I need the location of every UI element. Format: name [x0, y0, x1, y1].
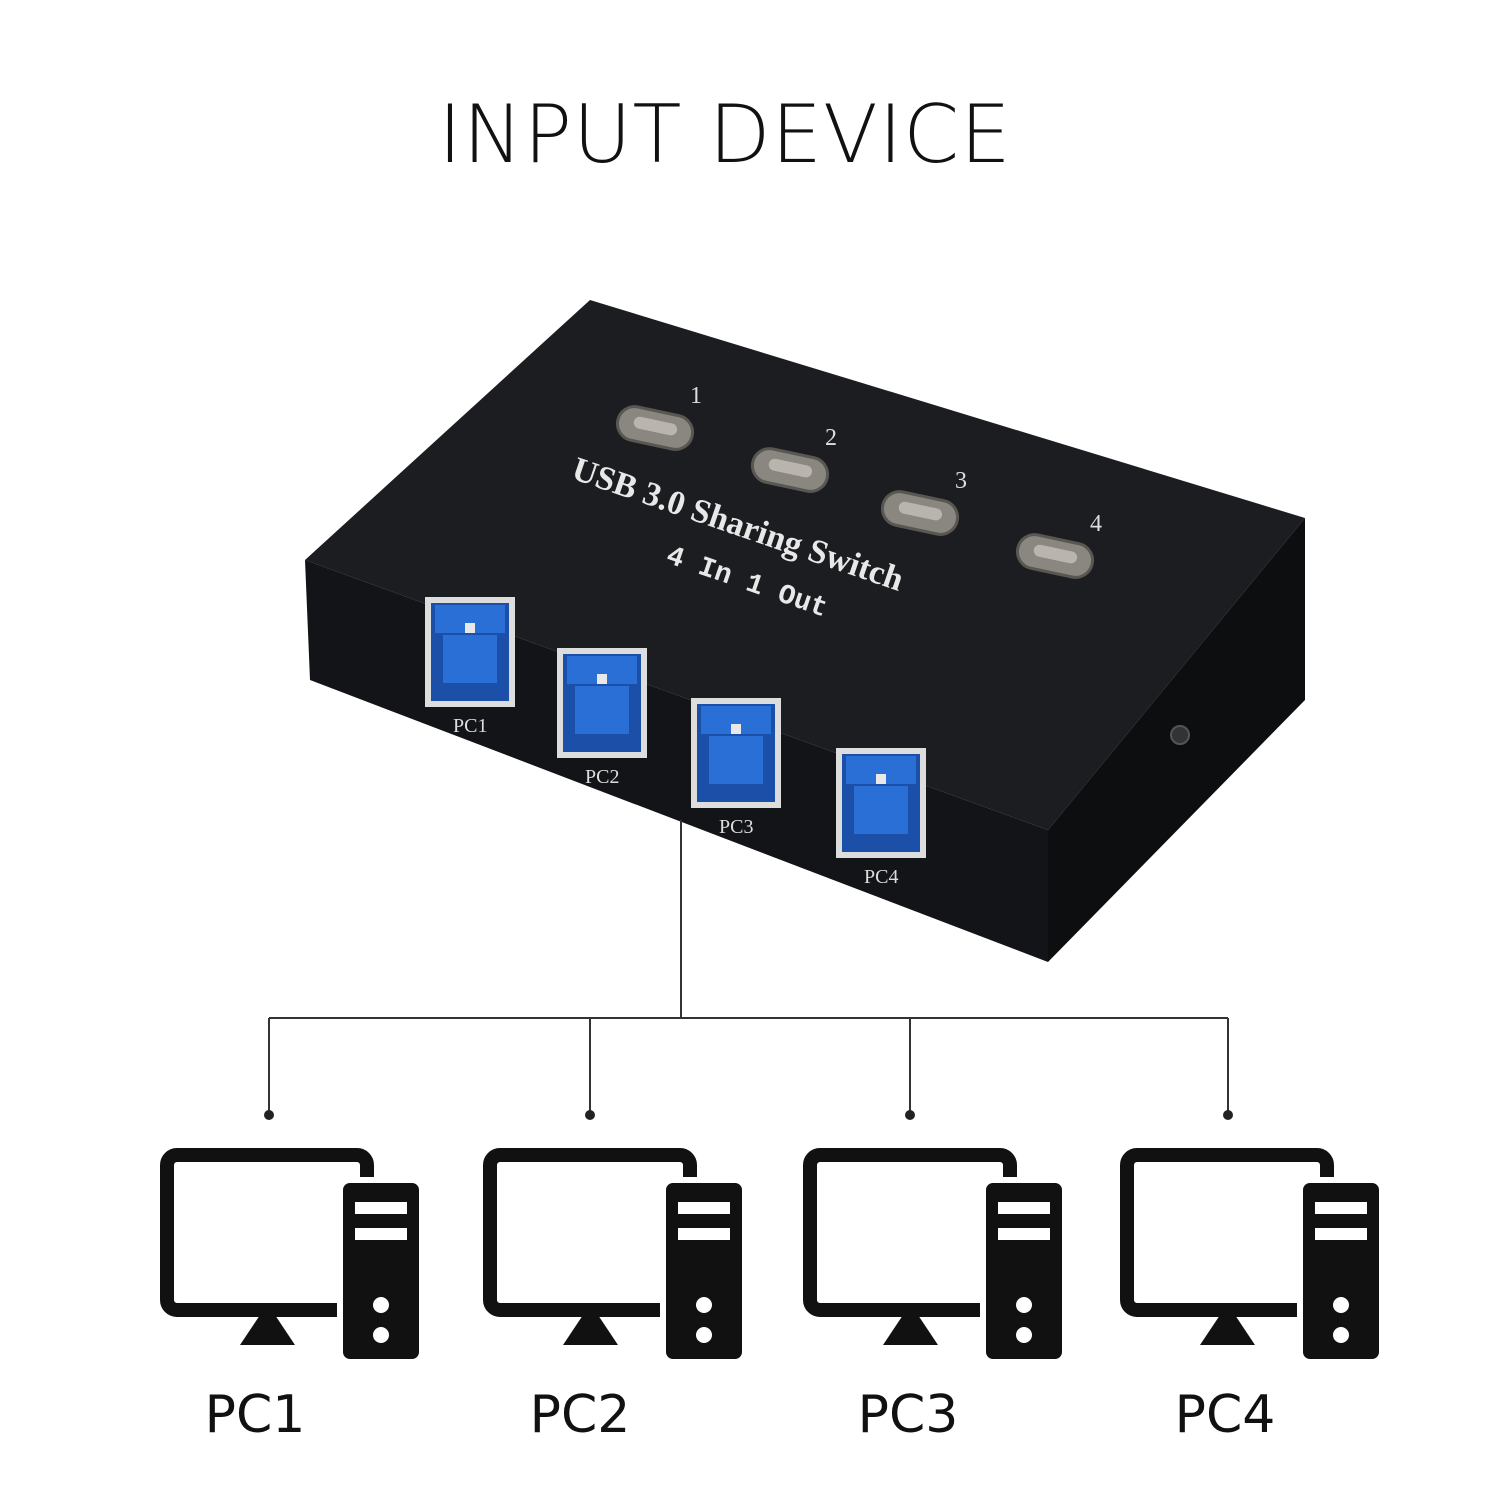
usb-b-port-3[interactable] — [691, 698, 781, 808]
computer-icon-pc3 — [803, 1148, 1068, 1365]
button-number: 4 — [1090, 511, 1102, 537]
connector-dot — [905, 1110, 915, 1120]
computer-icon-pc4 — [1120, 1148, 1385, 1365]
device-top-face — [305, 300, 1305, 830]
button-number: 2 — [825, 425, 837, 451]
button-number: 3 — [955, 468, 967, 494]
connector-dot — [585, 1110, 595, 1120]
port-label: PC4 — [864, 866, 898, 888]
switch-button-4[interactable] — [1014, 531, 1095, 580]
switch-button-3[interactable] — [879, 488, 960, 537]
port-label: PC3 — [719, 816, 753, 838]
computer-icon-pc1 — [160, 1148, 425, 1365]
diagram-title: INPUT DEVICE — [438, 88, 1012, 181]
computer-label-pc4: PC4 — [1174, 1385, 1276, 1445]
connector-dot — [264, 1110, 274, 1120]
connection-lines — [268, 820, 1229, 1115]
computer-icon-pc2 — [483, 1148, 748, 1365]
switch-button-1[interactable] — [614, 403, 695, 452]
switch-button-2[interactable] — [749, 445, 830, 494]
port-label: PC1 — [453, 715, 487, 737]
usb-b-port-2[interactable] — [557, 648, 647, 758]
port-label: PC2 — [585, 766, 619, 788]
computer-label-pc3: PC3 — [857, 1385, 959, 1445]
usb-b-port-4[interactable] — [836, 748, 926, 858]
connector-dot — [1223, 1110, 1233, 1120]
button-number: 1 — [690, 383, 702, 409]
computer-label-pc1: PC1 — [204, 1385, 306, 1445]
usb-b-port-1[interactable] — [425, 597, 515, 707]
power-jack-icon — [1170, 725, 1190, 745]
computer-label-pc2: PC2 — [529, 1385, 631, 1445]
